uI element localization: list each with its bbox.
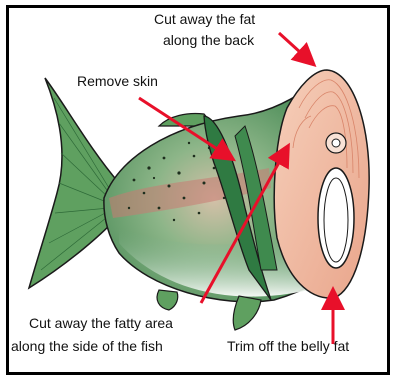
label-fat-back-2: along the back <box>163 32 254 48</box>
label-fatty-side-1: Cut away the fatty area <box>29 315 173 331</box>
label-remove-skin: Remove skin <box>77 73 158 89</box>
arrow-fat-back <box>279 33 312 63</box>
tail-fin <box>29 78 121 288</box>
anal-fin <box>157 290 178 310</box>
label-belly-fat: Trim off the belly fat <box>227 338 349 354</box>
label-fatty-side-2: along the side of the fish <box>11 338 163 354</box>
label-fat-back-1: Cut away the fat <box>154 11 255 27</box>
cross-section <box>274 70 369 298</box>
diagram-frame: Cut away the fat along the back Remove s… <box>6 5 390 375</box>
pelvic-fin <box>233 296 261 330</box>
